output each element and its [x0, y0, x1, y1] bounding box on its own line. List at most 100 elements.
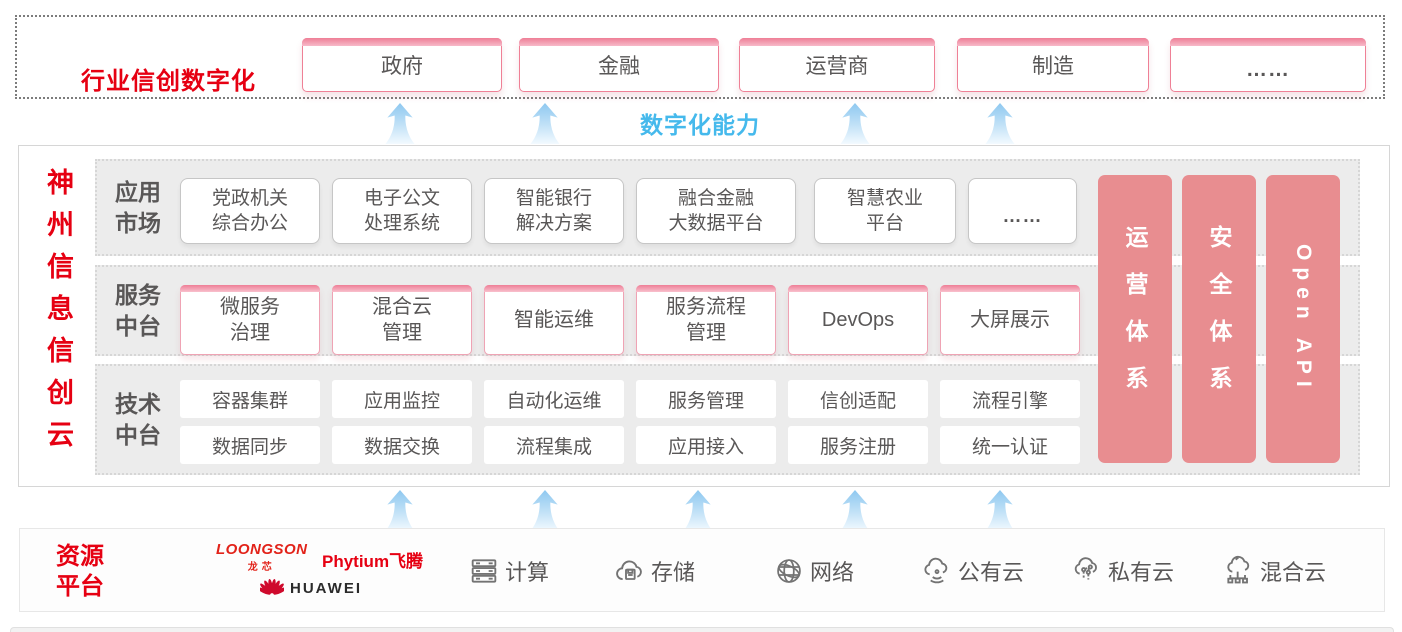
- loongson-logo: LOONGSON 龙芯: [216, 541, 308, 573]
- app-box: 党政机关 综合办公: [180, 178, 320, 244]
- network-icon: [777, 559, 801, 583]
- app-box: 电子公文 处理系统: [332, 178, 472, 244]
- tech-box: 容器集群: [180, 380, 320, 418]
- resource-item-label: 混合云: [1260, 560, 1327, 585]
- industry-box-government: 政府: [302, 38, 502, 92]
- resource-item-label: 公有云: [958, 560, 1025, 585]
- tech-box-label: 自动化运维: [506, 390, 602, 412]
- up-arrow-icon: [985, 103, 1015, 144]
- tech-box: 服务注册: [788, 426, 928, 464]
- service-box: 智能运维: [484, 285, 624, 355]
- up-arrow-icon: [385, 103, 415, 144]
- industry-box-operator: 运营商: [739, 38, 935, 92]
- tech-box: 服务管理: [636, 380, 776, 418]
- resource-platform-box: 资源 平台 LOONGSON 龙芯 Phytium飞腾 HUAWEI: [19, 528, 1385, 612]
- tech-box: 应用接入: [636, 426, 776, 464]
- phytium-logo: Phytium飞腾: [322, 552, 424, 571]
- service-box: 大屏展示: [940, 285, 1080, 355]
- app-market-row: 应用 市场 党政机关 综合办公 电子公文 处理系统 智能银行 解决方案 融合金融…: [95, 159, 1360, 256]
- industry-label: 制造: [1032, 55, 1074, 78]
- up-arrow-icon: [385, 490, 415, 531]
- resource-item-private-cloud: 私有云: [1071, 555, 1174, 587]
- tech-box-label: 应用接入: [667, 436, 744, 458]
- up-arrow-icon: [530, 103, 560, 144]
- tech-box: 信创适配: [788, 380, 928, 418]
- huawei-logo: HUAWEI: [260, 578, 362, 598]
- app-box: 智能银行 解决方案: [484, 178, 624, 244]
- resource-item-public-cloud: 公有云: [921, 555, 1024, 587]
- app-box-more: ……: [968, 178, 1077, 244]
- service-box-label: 微服务 治理: [220, 296, 280, 344]
- service-box: DevOps: [788, 285, 928, 355]
- tech-box: 自动化运维: [484, 380, 624, 418]
- service-box: 微服务 治理: [180, 285, 320, 355]
- tech-box-label: 流程集成: [515, 436, 592, 458]
- service-platform-label: 服务 中台: [115, 281, 161, 339]
- tech-box: 统一认证: [940, 426, 1080, 464]
- industry-label: 金融: [598, 55, 640, 78]
- tech-platform-label: 技术 中台: [115, 390, 161, 448]
- industry-label: 运营商: [805, 55, 869, 78]
- tech-box-label: 服务注册: [819, 436, 896, 458]
- app-box-label: 党政机关 综合办公: [211, 188, 288, 234]
- resource-item-compute: 计算: [468, 555, 549, 587]
- hybrid-cloud-icon: [1227, 555, 1250, 584]
- private-cloud-icon: [1074, 557, 1097, 580]
- resource-item-label: 网络: [810, 560, 855, 585]
- app-box-label: ……: [1002, 205, 1043, 227]
- public-cloud-icon: [924, 557, 948, 584]
- service-box: 混合云 管理: [332, 285, 472, 355]
- tech-box-label: 应用监控: [363, 390, 440, 412]
- tech-box: 流程引擎: [940, 380, 1080, 418]
- industry-box-more: ……: [1170, 38, 1366, 92]
- service-box-label: 混合云 管理: [372, 296, 432, 344]
- pillar-label: 运营体系: [1122, 225, 1148, 413]
- resource-item-network: 网络: [773, 555, 854, 587]
- resource-item-storage: 存储: [614, 555, 695, 587]
- storage-icon: [616, 560, 642, 580]
- loongson-chinese: 龙芯: [247, 562, 276, 573]
- loongson-wordmark: LOONGSON: [216, 541, 308, 558]
- industry-banner: 行业信创数字化 政府 金融 运营商 制造 ……: [15, 15, 1385, 99]
- bottom-edge-strip: [10, 627, 1394, 632]
- tech-box-label: 容器集群: [211, 390, 288, 412]
- app-box-label: 电子公文 处理系统: [363, 188, 440, 234]
- tech-box: 应用监控: [332, 380, 472, 418]
- tech-box-label: 流程引擎: [971, 390, 1048, 412]
- tech-box-label: 数据同步: [211, 436, 288, 458]
- capability-label: 数字化能力: [640, 112, 760, 138]
- app-box-label: 融合金融 大数据平台: [668, 188, 764, 234]
- pillar-label: 安全体系: [1206, 225, 1232, 413]
- tech-box: 数据同步: [180, 426, 320, 464]
- up-arrow-icon: [530, 490, 560, 531]
- app-box-label: 智慧农业 平台: [846, 188, 923, 234]
- service-box-label: 智能运维: [514, 309, 594, 331]
- up-arrow-icon: [840, 490, 870, 531]
- app-market-label: 应用 市场: [115, 178, 161, 236]
- up-arrow-icon: [683, 490, 713, 531]
- up-arrow-icon: [985, 490, 1015, 531]
- compute-icon: [471, 559, 497, 583]
- up-arrow-icon: [840, 103, 870, 144]
- huawei-flower-icon: [260, 578, 284, 595]
- industry-box-finance: 金融: [519, 38, 719, 92]
- resource-item-label: 私有云: [1108, 560, 1175, 585]
- tech-box: 数据交换: [332, 426, 472, 464]
- cloud-platform-title: 神州信息信创云: [43, 168, 73, 462]
- industry-label: 政府: [381, 55, 423, 78]
- service-box-label: DevOps: [821, 309, 895, 331]
- tech-box-label: 数据交换: [363, 436, 440, 458]
- service-box-label: 大屏展示: [970, 309, 1050, 331]
- service-box-label: 服务流程 管理: [666, 296, 746, 344]
- app-box: 智慧农业 平台: [814, 178, 956, 244]
- resource-platform-label: 资源 平台: [56, 543, 104, 600]
- tech-box-label: 服务管理: [667, 390, 744, 412]
- tech-box-label: 统一认证: [971, 436, 1048, 458]
- industry-banner-title: 行业信创数字化: [81, 68, 256, 95]
- resource-item-label: 存储: [651, 560, 696, 585]
- resource-item-label: 计算: [505, 560, 550, 585]
- pillar-security-system: 安全体系: [1182, 175, 1256, 463]
- industry-box-manufacturing: 制造: [957, 38, 1149, 92]
- tech-box: 流程集成: [484, 426, 624, 464]
